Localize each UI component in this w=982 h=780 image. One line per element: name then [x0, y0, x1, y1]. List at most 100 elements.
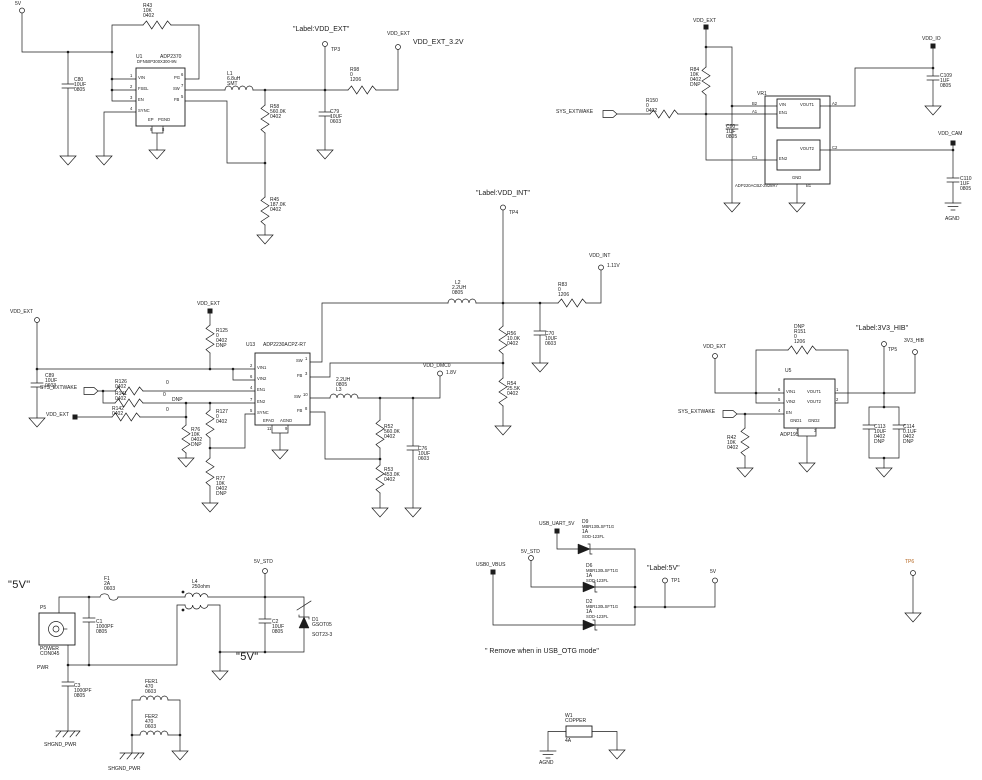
ldo-vr1-net-label: VDD_EXT	[693, 18, 717, 24]
buck-u13-value: 0	[216, 414, 219, 420]
misc-value: 4A	[565, 738, 572, 744]
power-input-refdes: FER1	[145, 679, 158, 685]
power-input-part-number: CON045	[40, 651, 60, 657]
power-input-label-note: "5V"	[236, 651, 259, 663]
ldo-vr1-net-label: SYS_EXTWAKE	[556, 109, 594, 115]
ic-vr1-body	[764, 95, 831, 185]
ldo-vr1-pin-number: C1	[752, 155, 758, 160]
buck-u13-value: 10K	[216, 481, 225, 487]
buck-u1-value: 10K	[143, 8, 152, 14]
diode-or-net-label: 5V	[710, 569, 717, 575]
buck-u13-value: 10K	[191, 432, 200, 438]
buck-u13-dnp: DNP	[216, 343, 227, 349]
buck-u1-net-label: VDD_EXT	[387, 31, 411, 37]
ic-u5-body	[783, 378, 836, 429]
buck-u13-pin-name: FB	[297, 408, 303, 413]
buck-u13-package: 0402	[384, 477, 396, 483]
port-symbols	[83, 110, 738, 418]
power-input-package: SOT23-3	[312, 632, 333, 638]
ldo-vr1-value: 0	[646, 103, 649, 109]
buck-u13-package: 0603	[418, 456, 430, 462]
power-input-package: 0805	[96, 629, 108, 635]
buck-u1-pin-name: FB	[174, 97, 180, 102]
buck-u1-package: 0603	[330, 119, 342, 125]
buck-u1-value: 560.0K	[270, 109, 286, 115]
buck-u1-pin-number: 8	[162, 127, 165, 132]
buck-u13-pin-name: VIN1	[257, 365, 267, 370]
buck-u13-dnp: DNP	[216, 491, 227, 497]
diode-or-net-label: USB_UART_5V	[539, 521, 575, 527]
ldo-u5-refdes: C114	[903, 424, 915, 430]
gnd-symbols	[28, 105, 942, 761]
buck-u13-net-label: SYS_EXTWAKE	[40, 385, 78, 391]
buck-u13-pin-number: 1	[305, 356, 308, 361]
buck-u13-pin-number: 6	[250, 374, 253, 379]
ldo-vr1-pin-name: EN2	[779, 156, 788, 161]
ldo-u5-pin-name: VIN1	[786, 389, 796, 394]
buck-u13-pin-name: SW	[296, 358, 303, 363]
buck-u13-package: 0402	[384, 434, 396, 440]
buck-u13-refdes: R54	[507, 381, 517, 387]
ldo-u5-pin-name: VOUT2	[807, 399, 821, 404]
buck-u13-refdes: R125	[216, 328, 228, 334]
buck-u13-pin-number: 11	[267, 426, 272, 431]
buck-u13-pin-number: 8	[305, 406, 308, 411]
diode-or-label-note: "Label:5V"	[647, 565, 680, 572]
buck-u13-value: 10UF	[545, 336, 558, 342]
buck-u13-refdes: C76	[418, 446, 428, 452]
buck-u1-value: 187.0K	[270, 202, 286, 208]
diode-or-net-label: USB0_VBUS	[476, 562, 506, 568]
ldo-u5-refdes: R151	[794, 329, 806, 335]
buck-u13-package: 0402	[191, 437, 203, 443]
buck-u1-value: 0	[350, 72, 353, 78]
ldo-u5-pin-number: 6	[778, 387, 781, 392]
misc-value: COPPER	[565, 718, 587, 724]
power-input-value: 470	[145, 719, 154, 725]
ldo-vr1-pin-name: VOUT1	[800, 102, 814, 107]
diode-or-net-label: 5V_STD	[521, 549, 540, 555]
buck-u13-package: 0402	[115, 396, 127, 402]
ldo-vr1-dnp: DNP	[690, 82, 701, 88]
buck-u13-net-note: 1.11V	[607, 263, 620, 269]
buck-u13-package: 0402	[115, 384, 127, 390]
ldo-u5-value: 0	[794, 334, 797, 340]
buck-u13-package: 0402	[507, 391, 519, 397]
buck-u13-value: 10UF	[418, 451, 431, 457]
power-input-value: 1000PF	[74, 688, 92, 694]
buck-u13-refdes: C89	[45, 373, 55, 379]
wires-power-input	[58, 573, 305, 754]
buck-u13-refdes: R126	[115, 379, 127, 385]
diode-or-value: 1A	[586, 573, 593, 579]
buck-u13-refdes: R53	[384, 467, 394, 473]
buck-u1-pin-number: 7	[181, 83, 184, 88]
buck-u13-pin-number: 3	[305, 371, 308, 376]
buck-u13-value: 0	[216, 333, 219, 339]
ldo-vr1-refdes: C110	[960, 176, 972, 182]
wires-diode-or	[492, 533, 716, 626]
buck-u1-package: 0402	[270, 114, 282, 120]
buck-u13-testpoint: TP4	[509, 210, 519, 216]
power-input-refdes: P5	[40, 605, 47, 611]
ic-u1-body	[135, 67, 186, 127]
buck-u13-pin-number: 7	[250, 397, 253, 402]
power-input-refdes: D1	[312, 617, 319, 623]
buck-u1-value: 10UF	[74, 82, 87, 88]
buck-u1-pin-name: FSEL	[138, 86, 149, 91]
buck-u1-pin-number: 9	[150, 127, 153, 132]
buck-u1-refdes: R58	[270, 104, 280, 110]
ldo-vr1-pin-name: GND	[792, 175, 802, 180]
buck-u1-pin-number: 5	[181, 94, 184, 99]
buck-u13-dnp: DNP	[191, 442, 202, 448]
buck-u13-pin-name: VIN2	[257, 376, 267, 381]
ldo-vr1-value: 1UF	[960, 181, 970, 187]
buck-u13-value: 25.5K	[507, 386, 521, 392]
ldo-u5-refdes: R42	[727, 435, 737, 441]
ldo-u5-value: 10K	[727, 440, 736, 446]
ldo-u5-testpoint: TP5	[888, 347, 898, 353]
buck-u13-value: 2.2UH	[336, 377, 351, 383]
buck-u13-refdes: R127	[216, 409, 228, 415]
power-input-note: POWER	[40, 646, 59, 652]
buck-u13-pin-number: 5	[250, 408, 253, 413]
power-input-value: 250ohm	[192, 584, 211, 590]
